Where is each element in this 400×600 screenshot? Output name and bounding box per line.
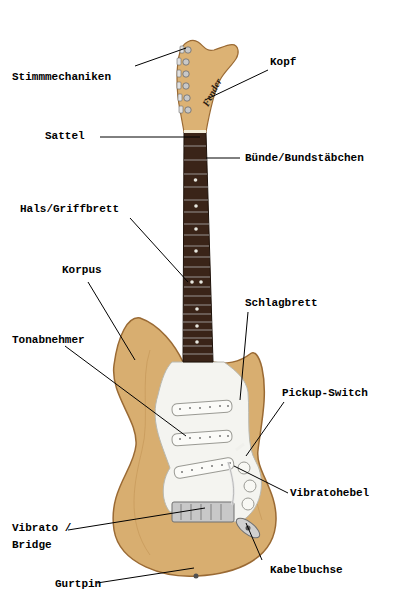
part-label: Bünde/Bundstäbchen (245, 150, 364, 167)
part-label: Schlagbrett (245, 295, 318, 312)
tuner-keys (177, 46, 184, 113)
pole-pieces (179, 405, 231, 473)
position-markers (190, 178, 203, 344)
part-label: Kopf (270, 54, 296, 71)
pickup-switch (236, 444, 244, 450)
part-label: Pickup-Switch (282, 385, 368, 402)
bridge-saddles (181, 504, 221, 520)
part-label: Tonabnehmer (12, 332, 85, 349)
part-label: Gurtpin (55, 576, 101, 593)
part-label: Sattel (45, 128, 85, 145)
part-label: Korpus (62, 262, 102, 279)
part-label: Stimmmechaniken (12, 69, 111, 86)
headstock (177, 40, 238, 132)
part-label: Hals/Griffbrett (20, 201, 119, 218)
tremolo-arm (228, 462, 234, 505)
pickguard (155, 362, 261, 522)
nut (184, 130, 206, 133)
frets (183, 146, 213, 354)
fretboard (183, 132, 213, 362)
pickups (172, 400, 235, 479)
part-label: Vibratohebel (290, 485, 369, 502)
leader-lines (65, 48, 288, 583)
part-label: Vibrato / Bridge (12, 520, 84, 554)
tuners (183, 47, 191, 113)
strap-pin (194, 574, 199, 579)
part-label: Kabelbuchse (270, 562, 343, 579)
